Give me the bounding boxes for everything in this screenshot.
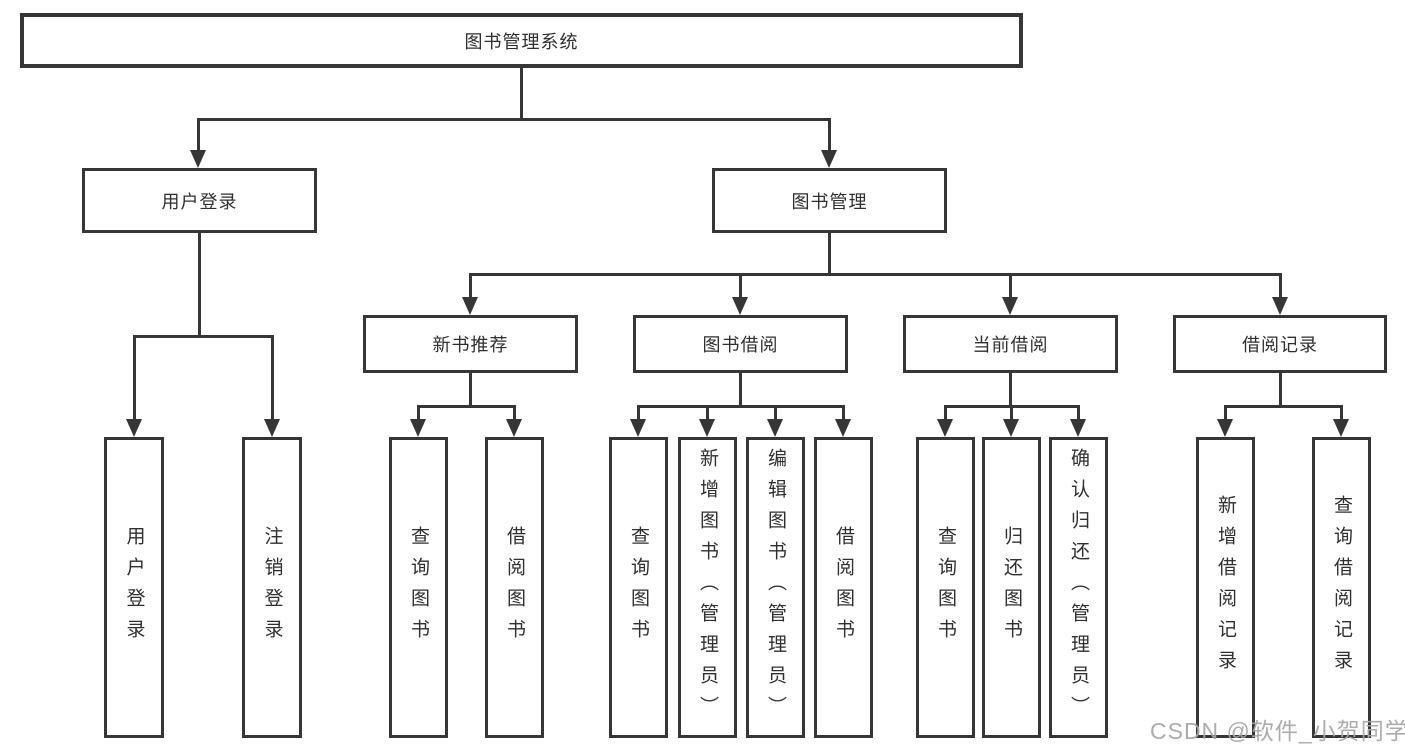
- connector-stem-new-book: [469, 273, 472, 299]
- leaf-add-borrow-record: 新增借阅记录: [1196, 437, 1255, 738]
- node-user-login: 用户登录: [82, 168, 317, 233]
- node-label: 图书管理: [791, 191, 868, 212]
- leaf-query-book-recommend: 查询图书: [389, 437, 448, 738]
- leaf-label: 新增借阅记录: [1215, 494, 1236, 681]
- node-label: 借阅记录: [1242, 335, 1318, 355]
- connector-leaf-stem: [774, 405, 777, 421]
- connector-root-stem: [520, 67, 523, 118]
- arrow-down-book-mgmt: [821, 150, 837, 168]
- arrow-down-new-book: [462, 297, 478, 315]
- node-book-management: 图书管理: [712, 168, 947, 233]
- arrow-down-leaf: [937, 419, 953, 437]
- leaf-add-book-admin: 新增图书（管理员）: [678, 437, 737, 738]
- connector-level3-branch: [470, 273, 1281, 276]
- connector-user-login-stem: [198, 231, 201, 335]
- leaf-return-book: 归还图书: [982, 437, 1041, 738]
- csdn-watermark: CSDN @软件_小贺同学: [1150, 718, 1405, 744]
- connector-leaf-stem: [513, 405, 516, 421]
- connector-leaf-stem: [417, 405, 420, 421]
- arrow-down-leaf: [767, 419, 783, 437]
- arrow-down-leaf: [699, 419, 715, 437]
- arrow-down-leaf: [630, 419, 646, 437]
- connector-leaf-stem: [637, 405, 640, 421]
- node-label: 新书推荐: [432, 335, 509, 355]
- connector-leaf-stem: [1340, 405, 1343, 421]
- arrow-down-book-borrow: [732, 297, 748, 315]
- connector-stem-book-borrow: [739, 273, 742, 299]
- connector-leaf-stem: [1077, 405, 1080, 421]
- arrow-down-leaf: [126, 419, 142, 437]
- connector-level2-branch: [198, 118, 831, 121]
- connector-group-branch: [638, 405, 844, 408]
- connector-leaf-stem: [842, 405, 845, 421]
- leaf-label: 新增图书（管理员）: [697, 448, 718, 727]
- leaf-label: 借阅图书: [833, 525, 854, 650]
- leaf-edit-book-admin: 编辑图书（管理员）: [746, 437, 805, 738]
- connector-leaf-stem: [1224, 405, 1227, 421]
- leaf-query-book-current: 查询图书: [916, 437, 975, 738]
- connector-stem-borrow-record: [1279, 273, 1282, 299]
- connector-leaf-stem: [271, 335, 274, 420]
- connector-group-stem: [1279, 371, 1282, 405]
- connector-group-stem: [739, 371, 742, 405]
- connector-stem-book-mgmt: [828, 118, 831, 152]
- node-label: 当前借阅: [972, 335, 1049, 355]
- connector-leaf-stem: [944, 405, 947, 421]
- node-label: 用户登录: [161, 191, 238, 212]
- leaf-label: 借阅图书: [504, 525, 525, 650]
- node-label: 图书管理系统: [464, 31, 579, 52]
- connector-group-stem: [469, 371, 472, 405]
- node-book-borrow: 图书借阅: [633, 315, 848, 373]
- leaf-borrow-book-recommend: 借阅图书: [485, 437, 544, 738]
- arrow-down-user-login: [190, 150, 206, 168]
- connector-user-login-branch: [133, 335, 273, 338]
- connector-book-mgmt-stem: [828, 231, 831, 273]
- arrow-down-leaf: [264, 419, 280, 437]
- arrow-down-current-borrow: [1002, 297, 1018, 315]
- leaf-user-login: 用户登录: [104, 437, 164, 738]
- connector-leaf-stem: [1010, 405, 1013, 421]
- connector-group-branch: [418, 405, 515, 408]
- arrow-down-leaf: [1333, 419, 1349, 437]
- leaf-query-borrow-record: 查询借阅记录: [1312, 437, 1371, 738]
- leaf-label: 用户登录: [123, 525, 145, 650]
- arrow-down-leaf: [506, 419, 522, 437]
- leaf-query-book-borrow: 查询图书: [609, 437, 668, 738]
- leaf-label: 归还图书: [1001, 525, 1022, 650]
- leaf-label: 查询图书: [408, 525, 429, 650]
- arrow-down-borrow-record: [1272, 297, 1288, 315]
- leaf-label: 查询借阅记录: [1331, 494, 1352, 681]
- connector-leaf-stem: [706, 405, 709, 421]
- connector-group-stem: [1009, 371, 1012, 405]
- node-new-book-recommend: 新书推荐: [363, 315, 578, 373]
- node-library-system: 图书管理系统: [20, 13, 1023, 68]
- node-label: 图书借阅: [702, 335, 779, 355]
- leaf-logout-login: 注销登录: [242, 437, 302, 738]
- leaf-confirm-return-admin: 确认归还（管理员）: [1049, 437, 1108, 738]
- leaf-label: 查询图书: [935, 525, 956, 650]
- leaf-label: 确认归还（管理员）: [1068, 448, 1089, 727]
- connector-group-branch: [1225, 405, 1342, 408]
- node-borrow-record: 借阅记录: [1173, 315, 1387, 373]
- arrow-down-leaf: [410, 419, 426, 437]
- arrow-down-leaf: [1217, 419, 1233, 437]
- arrow-down-leaf: [835, 419, 851, 437]
- leaf-borrow-book: 借阅图书: [814, 437, 873, 738]
- leaf-label: 查询图书: [628, 525, 649, 650]
- leaf-label: 编辑图书（管理员）: [765, 448, 786, 727]
- node-current-borrow: 当前借阅: [903, 315, 1118, 373]
- connector-stem-current-borrow: [1009, 273, 1012, 299]
- leaf-label: 注销登录: [261, 525, 283, 650]
- connector-leaf-stem: [133, 335, 136, 420]
- arrow-down-leaf: [1070, 419, 1086, 437]
- connector-stem-user-login: [197, 118, 200, 152]
- arrow-down-leaf: [1003, 419, 1019, 437]
